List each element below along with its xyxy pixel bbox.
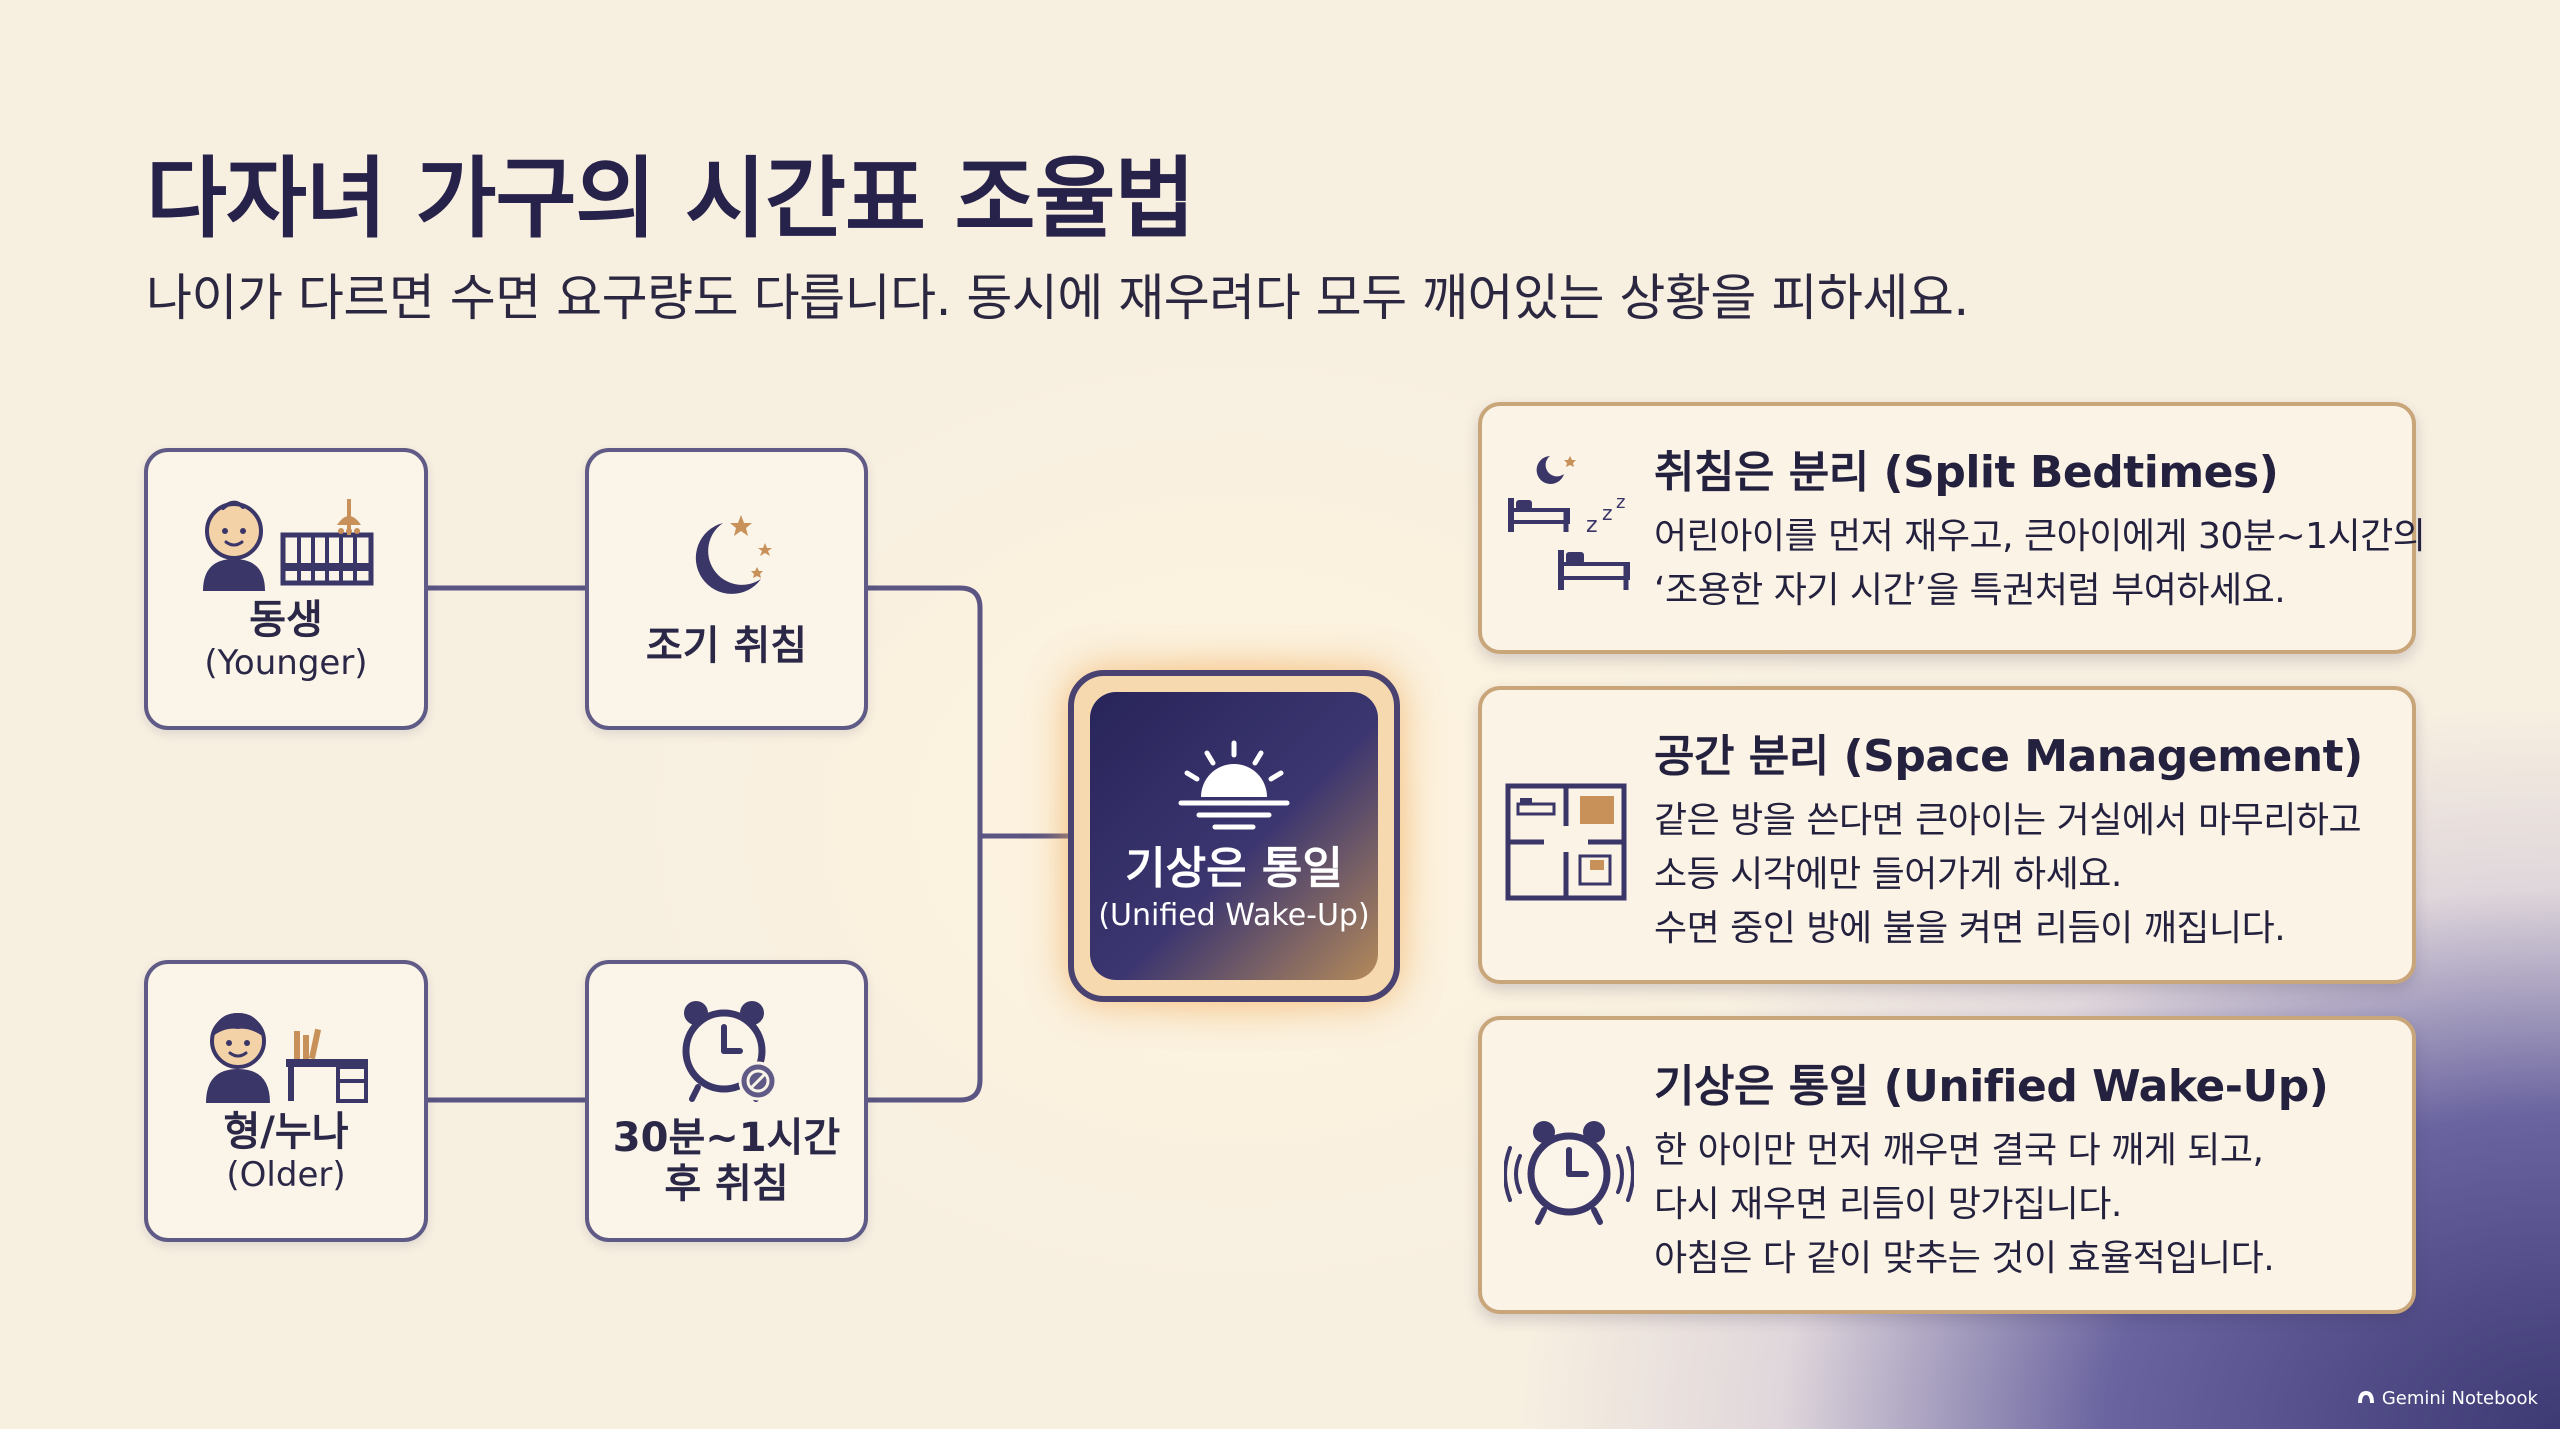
older-sublabel: (Older): [226, 1154, 346, 1195]
card-split-bedtimes-line: ‘조용한 자기 시간’을 특권처럼 부여하세요.: [1654, 570, 2286, 611]
later-bedtime-node: 30분~1시간 후 취침: [585, 960, 868, 1242]
svg-text:z: z: [1616, 492, 1625, 513]
younger-node: 동생 (Younger): [144, 448, 428, 730]
early-bedtime-label: 조기 취침: [645, 623, 808, 669]
younger-label: 동생: [249, 596, 323, 643]
early-bedtime-node: 조기 취침: [585, 448, 868, 730]
child-icon: [200, 1007, 276, 1103]
page-subtitle: 나이가 다르면 수면 요구량도 다릅니다. 동시에 재우려다 모두 깨어있는 상…: [146, 269, 1969, 327]
card-split-bedtimes-line: 어린아이를 먼저 재우고, 큰아이에게 30분~1시간의: [1654, 516, 2426, 557]
older-label: 형/누나: [223, 1108, 349, 1155]
ringing-alarm-icon: [1503, 1116, 1635, 1232]
card-unified-wakeup-title: 기상은 통일 (Unified Wake-Up): [1654, 1061, 2329, 1112]
desk-icon: [282, 1023, 372, 1103]
split-beds-icon: z z z: [1504, 452, 1634, 606]
card-space-management-line: 소등 시각에만 들어가게 하세요.: [1654, 854, 2122, 895]
svg-text:z: z: [1602, 501, 1613, 525]
card-split-bedtimes: z z z 취침은 분리 (Split Bedtimes) 어린아이를 먼저 재…: [1478, 402, 2426, 654]
younger-sublabel: (Younger): [204, 642, 368, 683]
card-space-management-line: 수면 중인 방에 불을 켜면 리듬이 깨집니다.: [1654, 908, 2286, 949]
sunrise-icon: [1175, 737, 1293, 837]
card-unified-wakeup: 기상은 통일 (Unified Wake-Up) 한 아이만 먼저 깨우면 결국…: [1478, 1016, 2416, 1314]
gemini-logo-icon: [2356, 1388, 2376, 1409]
brand-watermark: Gemini Notebook: [2356, 1388, 2538, 1409]
card-space-management-line: 같은 방을 쓴다면 큰아이는 거실에서 마무리하고: [1654, 800, 2362, 841]
unified-wakeup-sublabel: (Unified Wake-Up): [1098, 897, 1370, 933]
moon-stars-icon: [677, 509, 777, 605]
unified-wakeup-label: 기상은 통일: [1125, 843, 1343, 895]
older-node: 형/누나 (Older): [144, 960, 428, 1242]
svg-text:z: z: [1586, 513, 1598, 538]
unified-wakeup-node: 기상은 통일 (Unified Wake-Up): [1090, 692, 1378, 980]
card-unified-wakeup-line: 한 아이만 먼저 깨우면 결국 다 깨게 되고,: [1654, 1130, 2264, 1171]
page-title: 다자녀 가구의 시간표 조율법: [146, 147, 1195, 250]
crib-icon: [279, 495, 375, 591]
card-unified-wakeup-line: 아침은 다 같이 맞추는 것이 효율적입니다.: [1654, 1238, 2275, 1279]
card-space-management: 공간 분리 (Space Management) 같은 방을 쓴다면 큰아이는 …: [1478, 686, 2416, 984]
alarm-clock-icon: [672, 995, 782, 1107]
later-bedtime-label-line2: 후 취침: [664, 1161, 789, 1207]
baby-icon: [197, 495, 271, 591]
later-bedtime-label-line1: 30분~1시간: [612, 1115, 841, 1161]
floor-plan-icon: [1504, 782, 1628, 906]
card-space-management-title: 공간 분리 (Space Management): [1654, 731, 2363, 782]
card-unified-wakeup-line: 다시 재우면 리듬이 망가집니다.: [1654, 1184, 2122, 1225]
card-split-bedtimes-title: 취침은 분리 (Split Bedtimes): [1654, 447, 2279, 498]
brand-name: Gemini Notebook: [2381, 1388, 2538, 1409]
